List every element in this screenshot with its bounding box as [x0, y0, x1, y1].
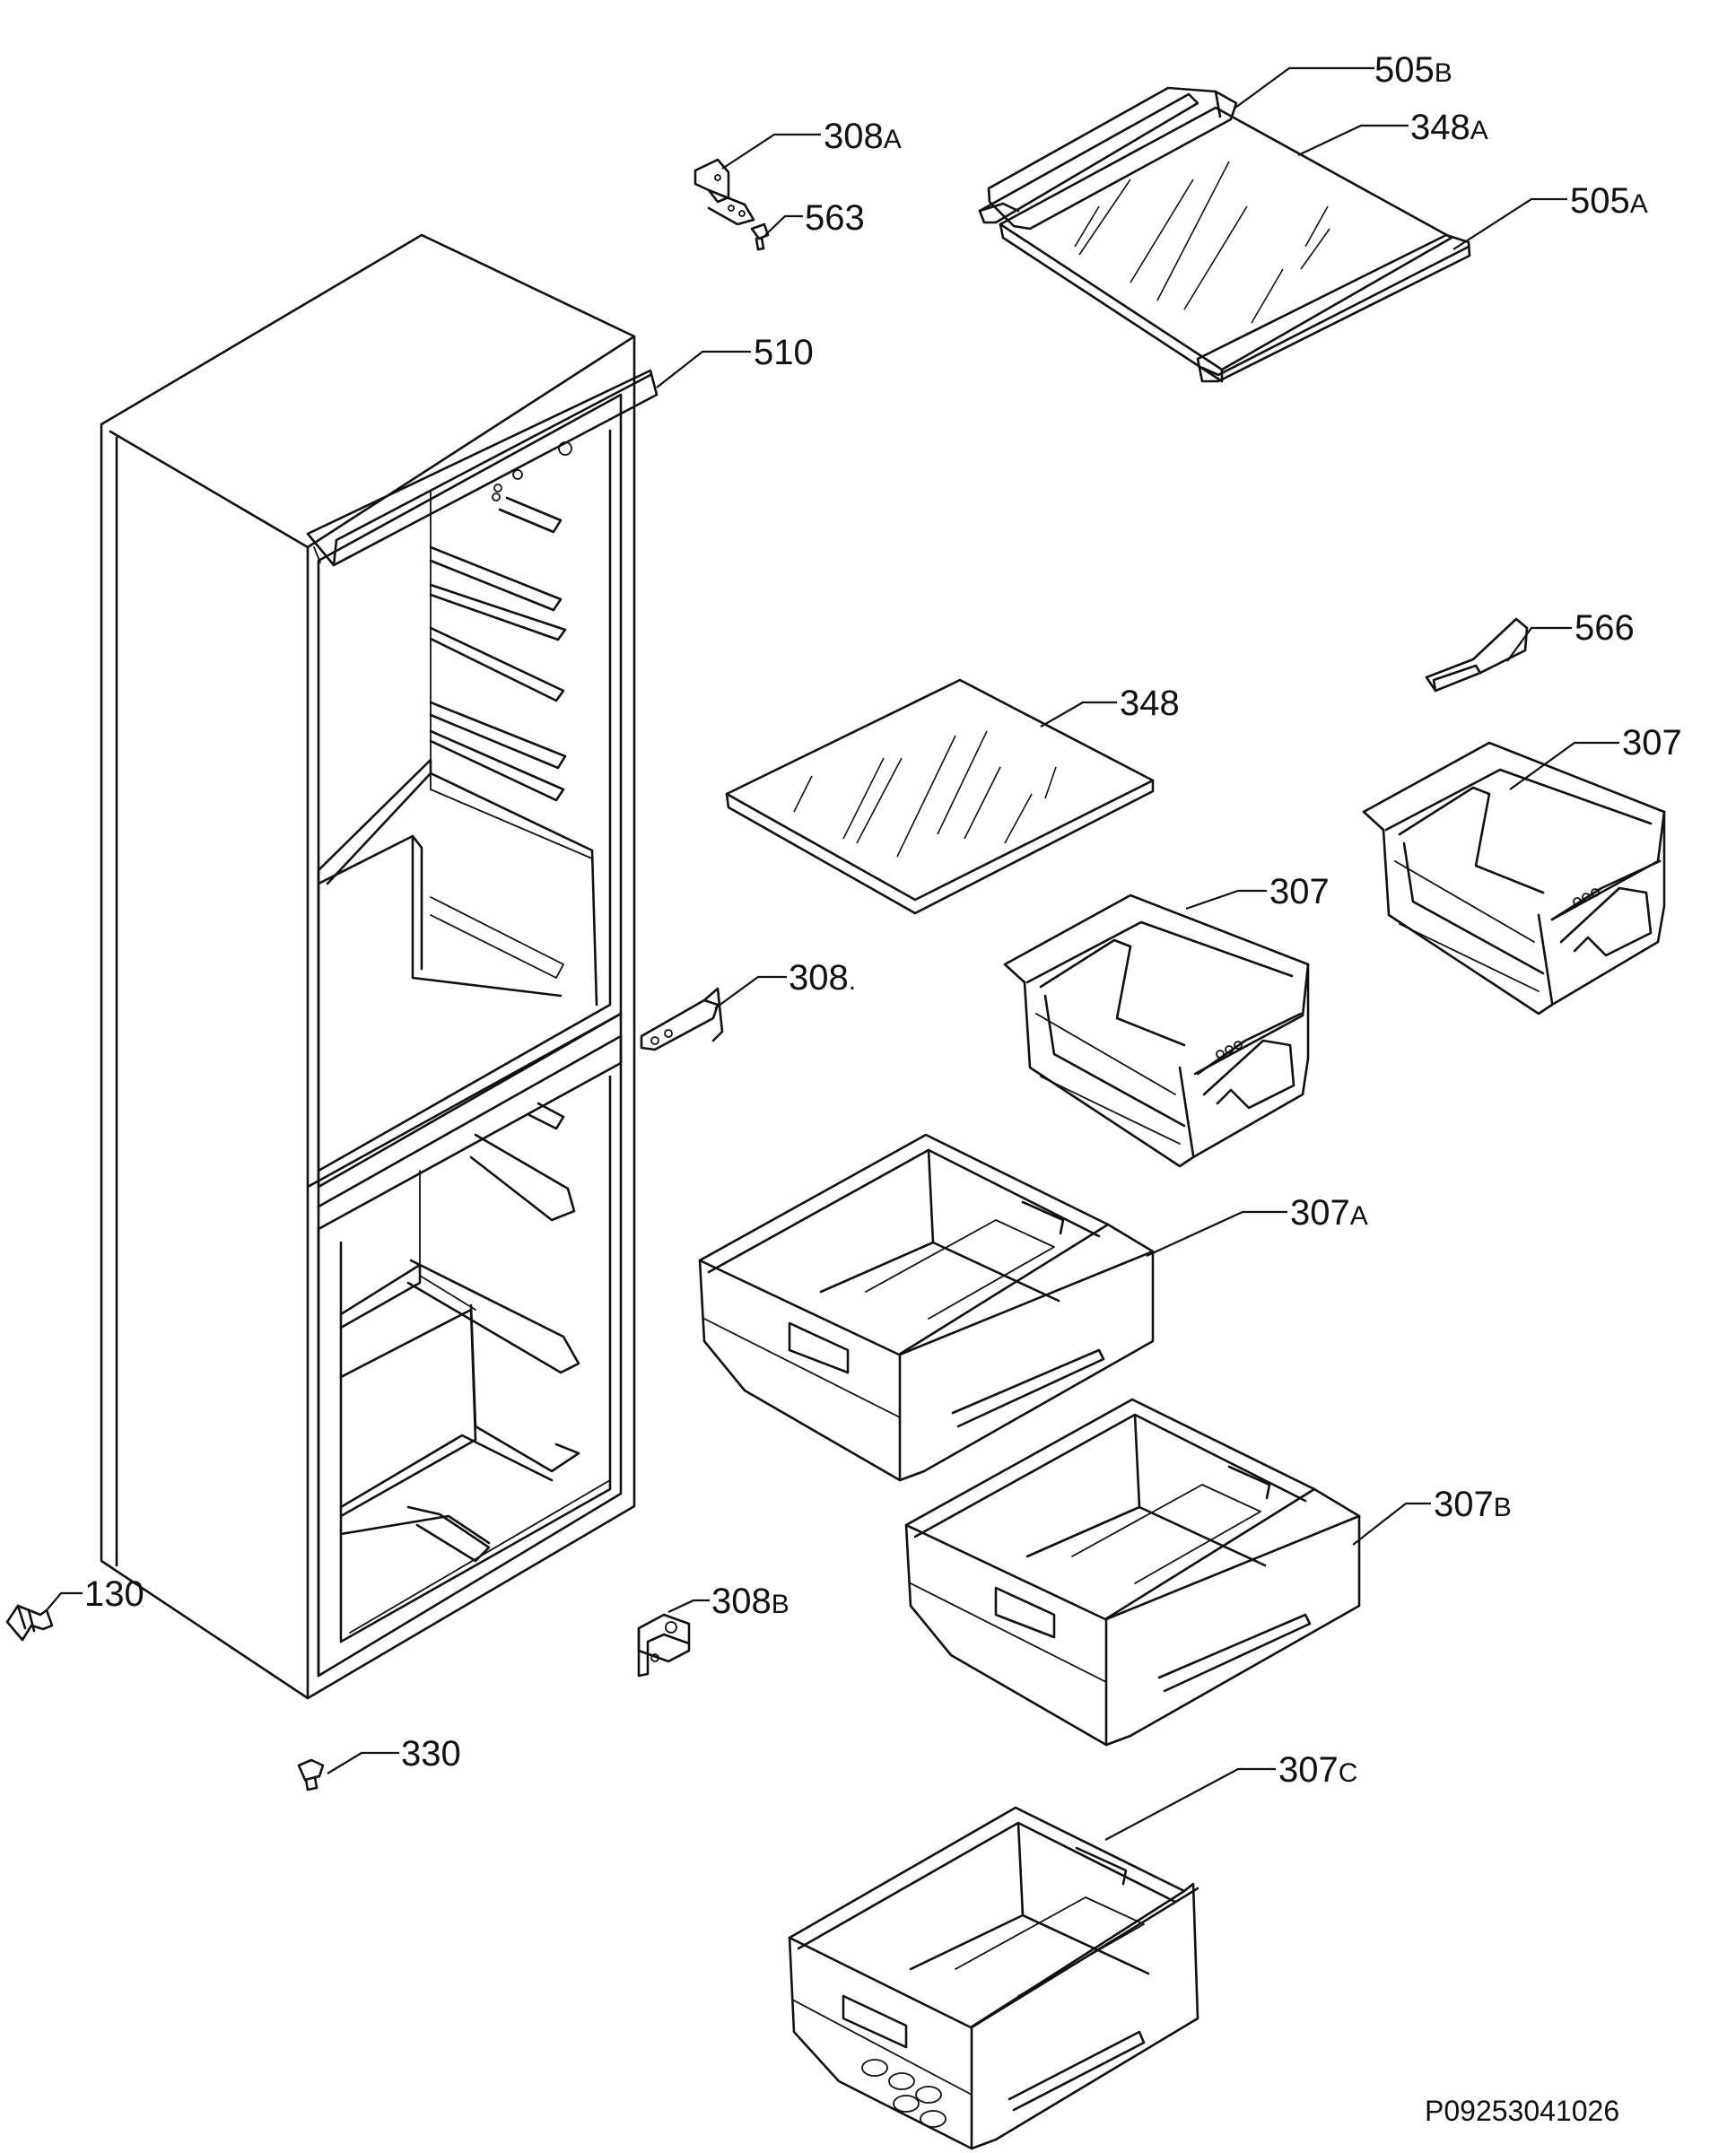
screw-330	[297, 1758, 325, 1791]
cabinet	[100, 233, 659, 1700]
callout-505a: 505A	[1570, 181, 1648, 221]
callout-307c: 307C	[1278, 1750, 1358, 1790]
callout-308b: 308B	[711, 1582, 789, 1621]
diagram-code: P09253041026	[1425, 2095, 1620, 2127]
callout-505b: 505B	[1374, 50, 1452, 90]
drawer-307a	[698, 1133, 1155, 1482]
callout-510: 510	[754, 333, 814, 372]
glass-shelf-348a	[978, 86, 1471, 383]
door-bin-307-middle	[1003, 893, 1310, 1168]
callout-348: 348	[1120, 684, 1180, 723]
callout-307-upper: 307	[1622, 723, 1682, 763]
hinge-308b	[637, 1613, 691, 1678]
screw-563	[750, 222, 770, 251]
callout-307-middle: 307	[1269, 872, 1330, 911]
callout-130: 130	[84, 1574, 144, 1614]
hinge-308	[640, 987, 724, 1051]
callout-307b: 307B	[1434, 1485, 1512, 1524]
callout-307a: 307A	[1290, 1193, 1368, 1233]
leader-lines	[46, 66, 1619, 1841]
drawer-307b	[904, 1398, 1361, 1747]
callout-563: 563	[805, 198, 865, 238]
glass-shelf-348	[725, 678, 1155, 915]
callout-308: 308.	[789, 958, 857, 998]
part-130	[5, 1604, 54, 1642]
bracket-566	[1425, 617, 1529, 693]
hinge-308a	[694, 158, 755, 226]
callout-330: 330	[401, 1734, 461, 1774]
callout-566: 566	[1575, 608, 1635, 648]
callout-308a: 308A	[824, 117, 902, 156]
callout-348a: 348A	[1410, 108, 1488, 147]
door-bin-307-upper	[1362, 741, 1666, 1015]
drawer-307c	[788, 1806, 1199, 2150]
